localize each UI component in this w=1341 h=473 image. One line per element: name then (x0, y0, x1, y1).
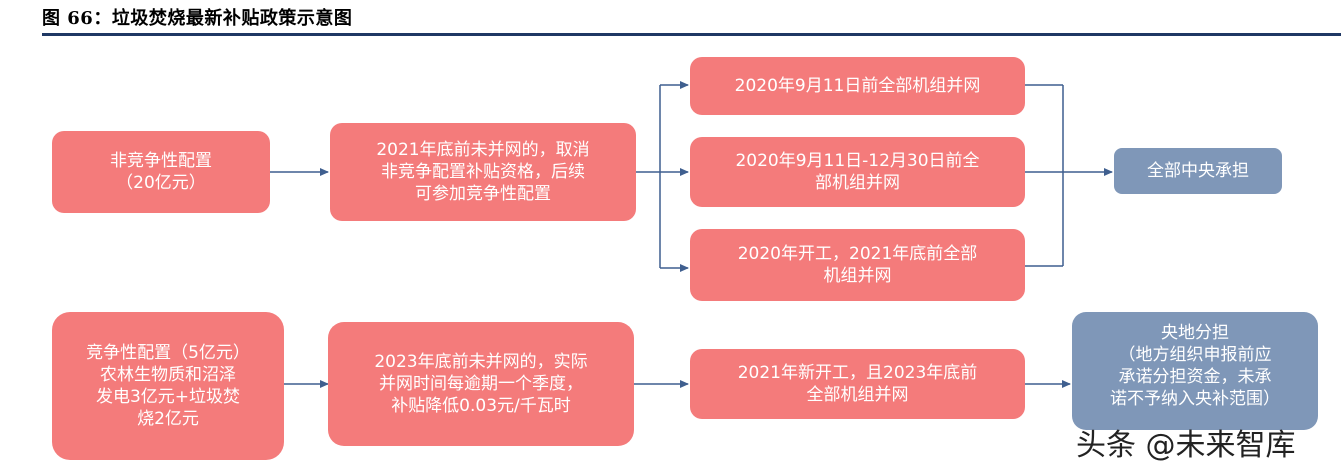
branch-c-box: 2020年开工，2021年底前全部 机组并网 (690, 229, 1025, 301)
row2-condition-box: 2023年底前未并网的，实际 并网时间每逾期一个季度， 补贴降低0.03元/千瓦… (328, 322, 634, 446)
row1-condition-box: 2021年底前未并网的，取消 非竞争配置补贴资格，后续 可参加竞争性配置 (330, 123, 636, 221)
shared-central-local-box: 央地分担 （地方组织申报前应 承诺分担资金，未承 诺不予纳入央补范围） (1072, 312, 1318, 430)
branch-a-box: 2020年9月11日前全部机组并网 (690, 57, 1025, 115)
row2-branch-box: 2021年新开工，且2023年底前 全部机组并网 (690, 349, 1025, 419)
figure-title: 图 66：垃圾焚烧最新补贴政策示意图 (42, 8, 353, 29)
branch-b-box: 2020年9月11日-12月30日前全 部机组并网 (690, 137, 1025, 207)
watermark: 头条 @未来智库 (1076, 428, 1296, 463)
title-rule (42, 33, 1341, 36)
central-government-bears-box: 全部中央承担 (1114, 148, 1282, 194)
noncompetitive-allocation-box: 非竞争性配置 （20亿元） (52, 131, 270, 213)
competitive-allocation-box: 竞争性配置（5亿元） 农林生物质和沼泽 发电3亿元+垃圾焚 烧2亿元 (52, 312, 284, 460)
